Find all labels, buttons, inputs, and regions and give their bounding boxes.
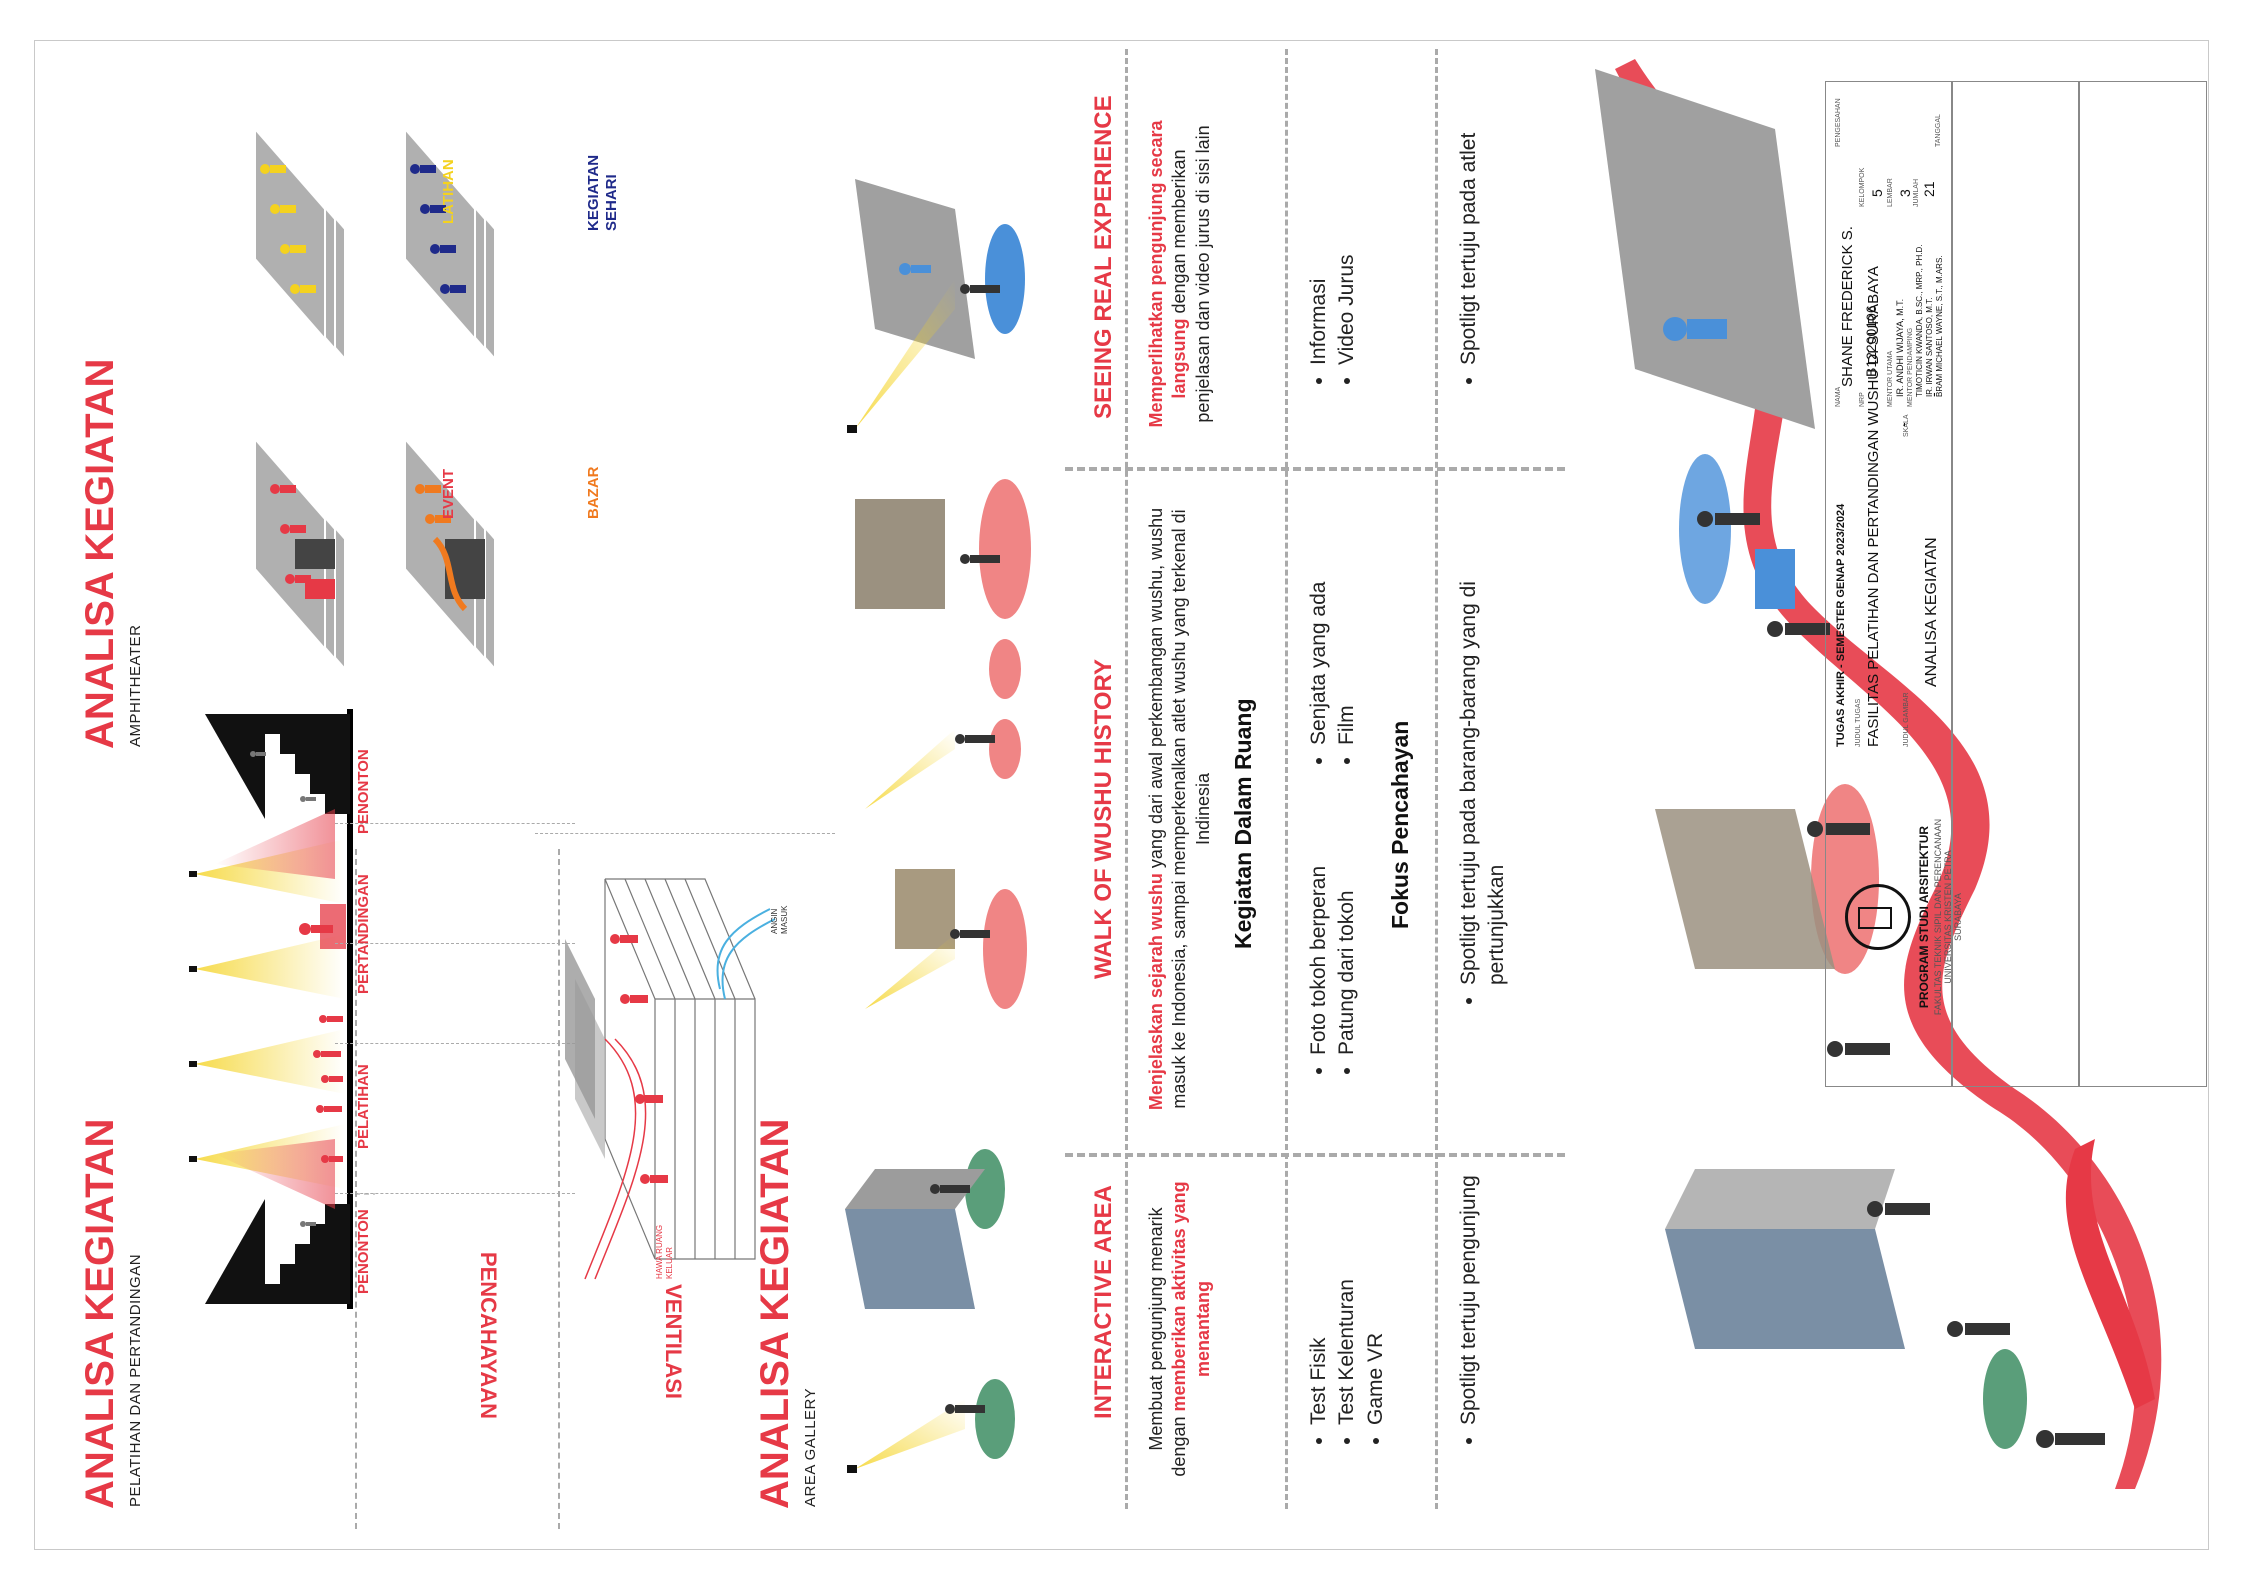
gallery-perspective-render — [1595, 59, 2162, 1489]
section-subtitle-gallery: AREA GALLERY — [802, 1387, 819, 1507]
zone-label: PENONTON — [355, 749, 372, 834]
drawing-sheet: ANALISA KEGIATAN PELATIHAN DAN PERTANDIN… — [34, 40, 2209, 1550]
kelompok-value: 5 — [1869, 189, 1885, 197]
gallery-lighting-list: Spotligt tertuju pengunjung — [1455, 1165, 1483, 1449]
lembar-label: LEMBAR — [1887, 178, 1894, 207]
title-block: PROGRAM STUDI ARSITEKTUR FAKULTAS TEKNIK… — [1825, 81, 2207, 1087]
gallery-section-desc: Memperlihatkan pengunjung secara langsun… — [1146, 120, 1213, 428]
list-item: Video Jurus — [1333, 254, 1361, 365]
section-subtitle-amphitheater: AMPHITHEATER — [127, 624, 144, 747]
faculty-name: FAKULTAS TEKNIK SIPIL DAN PERENCANAAN — [1933, 818, 1943, 1016]
pengesahan-label: PENGESAHAN — [1835, 98, 1842, 147]
gallery-section-title: SEEING REAL EXPERIENCE — [1090, 95, 1117, 419]
list-item: Patung dari tokoh — [1333, 866, 1361, 1055]
mentor-pendamping-3: BRAM MICHAEL WAYNE, S.T., M.ARS. — [1935, 255, 1944, 398]
mentor-utama-label: MENTOR UTAMA — [1887, 350, 1894, 407]
row-divider — [1435, 49, 1438, 1509]
gallery-section-desc: Membuat pengunjung menarik dengan member… — [1146, 1181, 1213, 1477]
nrp-label: NRP — [1859, 392, 1866, 407]
mentor-pendamping-2: IR. IRWAN SANTOSO, M.T. — [1925, 297, 1934, 397]
section-divider — [535, 833, 835, 834]
zone-label: PENONTON — [355, 1209, 372, 1294]
activity-label-bazar: BAZAR — [585, 466, 602, 520]
jumlah-label: JUMLAH — [1913, 178, 1920, 207]
judul-gambar-label: JUDUL GAMBAR — [1903, 692, 1910, 747]
student-name: SHANE FREDERICK S. — [1839, 226, 1856, 387]
list-item: Informasi — [1305, 254, 1333, 365]
gallery-activity-list: Senjata yang ada Film — [1305, 582, 1362, 769]
vent-out-label: HAWA RUANG KELUAR — [655, 1224, 674, 1279]
heading-activities: Kegiatan Dalam Ruang — [1230, 698, 1256, 950]
nrp-value: B12200106 — [1863, 305, 1879, 377]
list-item: Test Fisik — [1305, 1279, 1333, 1425]
gallery-illustrations — [845, 179, 1031, 1473]
rotated-canvas: ANALISA KEGIATAN PELATIHAN DAN PERTANDIN… — [35, 41, 2208, 1549]
activity-label-daily: KEGIATAN SEHARI — [585, 154, 620, 231]
program-name: PROGRAM STUDI ARSITEKTUR — [1917, 825, 1931, 1009]
column-divider — [1065, 467, 1565, 471]
gallery-section-desc: Menjelaskan sejarah wushu yang dari awal… — [1146, 507, 1213, 1111]
zone-label: PELATIHAN — [355, 1064, 372, 1149]
gallery-activity-list: Foto tokoh berperan Patung dari tokoh — [1305, 866, 1362, 1079]
judul-tugas-label: JUDUL TUGAS — [1855, 698, 1862, 747]
list-item: Senjata yang ada — [1305, 582, 1333, 745]
amphitheater-platforms — [254, 126, 496, 672]
list-item: Foto tokoh berperan — [1305, 866, 1333, 1055]
judul-tugas: FASILITAS PELATIHAN DAN PERTANDINGAN WUS… — [1865, 266, 1882, 747]
gallery-activity-list: Informasi Video Jurus — [1305, 254, 1362, 389]
mentor-pendamping-label: MENTOR PENDAMPING — [1907, 327, 1914, 407]
jumlah-value: 21 — [1921, 181, 1937, 197]
list-item: Test Kelenturan — [1333, 1279, 1361, 1425]
activity-label-latihan: LATIHAN — [440, 159, 457, 224]
nama-label: NAMA — [1835, 386, 1842, 407]
section-title-gallery: ANALISA KEGIATAN — [753, 1118, 797, 1509]
gallery-section-title: WALK OF WUSHU HISTORY — [1090, 659, 1117, 979]
gallery-activity-list: Test Fisik Test Kelenturan Game VR — [1305, 1279, 1390, 1449]
column-divider — [1065, 1153, 1565, 1157]
university-logo — [1845, 884, 1911, 950]
lighting-section-drawing — [189, 709, 375, 1309]
zone-label: PERTANDINGAN — [355, 874, 372, 994]
kelompok-label: KELOMPOK — [1859, 167, 1866, 207]
city-name: SURABAYA — [1953, 893, 1963, 941]
section-title-amphitheater: ANALISA KEGIATAN — [78, 358, 122, 749]
lembar-value: 3 — [1897, 189, 1913, 197]
title-block-rotated: PROGRAM STUDI ARSITEKTUR FAKULTAS TEKNIK… — [1825, 81, 2207, 1087]
activity-label-event: EVENT — [440, 468, 457, 519]
gallery-lighting-list: Spotligt tertuju pada atlet — [1455, 125, 1483, 389]
section-subtitle-training: PELATIHAN DAN PERTANDINGAN — [127, 1253, 144, 1507]
list-item: Spotligt tertuju pengunjung — [1455, 1165, 1483, 1425]
zone-divider — [335, 1193, 575, 1194]
list-item: Game VR — [1362, 1279, 1390, 1425]
mentor-utama: IR. ANDHI WIJAYA, M.T. — [1895, 298, 1905, 397]
heading-lighting: Fokus Pencahayan — [1387, 720, 1413, 929]
row-divider — [558, 849, 560, 1529]
zone-divider — [335, 1043, 575, 1044]
vent-in-label: ANGIN MASUK — [770, 905, 789, 934]
row-divider — [1125, 49, 1128, 1509]
gallery-section-title: INTERACTIVE AREA — [1090, 1185, 1117, 1419]
mentor-pendamping-1: TIMOTICIN KWANDA, B.SC., MRP., PH.D. — [1915, 244, 1924, 397]
row-divider — [1285, 49, 1288, 1509]
gallery-lighting-list: Spotligt tertuju pada barang-barang yang… — [1455, 525, 1512, 1009]
list-item: Spotligt tertuju pada atlet — [1455, 125, 1483, 365]
section-title-training: ANALISA KEGIATAN — [78, 1118, 122, 1509]
judul-gambar: ANALISA KEGIATAN — [1923, 537, 1940, 687]
tanggal-label: TANGGAL — [1935, 114, 1942, 147]
ventilation-diagram — [565, 878, 776, 1280]
list-item: Film — [1333, 582, 1361, 745]
university-name: UNIVERSITAS KRISTEN PETRA — [1943, 850, 1953, 984]
list-item: Spotligt tertuju pada barang-barang yang… — [1455, 525, 1512, 985]
row-label-ventilation: VENTILASI — [661, 1284, 686, 1399]
skala-value: - — [1895, 422, 1911, 427]
course-name: TUGAS AKHIR - SEMESTER GENAP 2023/2024 — [1835, 503, 1847, 747]
